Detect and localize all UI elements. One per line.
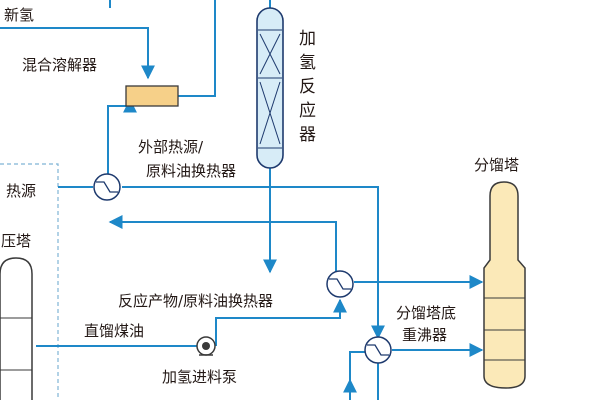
- pipe-pump-to-hx2: [215, 298, 347, 346]
- pipe-hx1-heat-out: [122, 186, 385, 340]
- label-reactor-char-4: 应: [299, 101, 316, 121]
- label-feed-pump: 加氢进料泵: [162, 368, 237, 386]
- fractionator-column: [483, 181, 526, 389]
- label-reactor-char-3: 反: [299, 77, 316, 97]
- heat-exchanger-1-symbol: [93, 173, 121, 201]
- label-reactor-char-1: 加: [299, 29, 316, 49]
- feed-pump-symbol: [196, 336, 216, 356]
- heat-exchanger-2-symbol: [326, 270, 354, 298]
- label-fractionator: 分馏塔: [474, 156, 519, 174]
- label-heat-source: 热源: [6, 182, 36, 200]
- pipes: [0, 0, 484, 400]
- hydrogenation-reactor: [256, 7, 284, 169]
- label-reactor-char-2: 氢: [299, 53, 316, 73]
- pipe-mixer-to-reactor: [178, 0, 216, 97]
- label-straight-kerosene: 直馏煤油: [84, 322, 144, 340]
- label-new-hydrogen: 新氢: [4, 6, 34, 24]
- pipe-hx1-to-mixer: [107, 98, 137, 178]
- atmospheric-column: [0, 257, 33, 400]
- label-hx1-line2: 原料油换热器: [146, 162, 236, 180]
- label-reboiler-line1: 分馏塔底: [396, 304, 456, 322]
- label-hx1-line1: 外部热源/: [138, 138, 204, 156]
- label-reactor-char-5: 器: [299, 125, 316, 145]
- label-reboiler-line2: 重沸器: [402, 326, 447, 344]
- reboiler-symbol: [364, 336, 392, 364]
- pipe-new-hydrogen: [0, 27, 155, 80]
- mixer-vessel: [125, 85, 179, 107]
- label-reactor: 加 氢 反 应 器: [299, 29, 316, 145]
- pipe-reboiler-feed: [349, 351, 366, 400]
- label-column-partial: 常压塔: [0, 232, 31, 250]
- pipe-hx2-to-hx1: [108, 215, 337, 272]
- label-mixer: 混合溶解器: [22, 56, 97, 74]
- unit-boundary-dashed: [0, 163, 59, 400]
- label-hx2: 反应产物/原料油换热器: [118, 292, 273, 310]
